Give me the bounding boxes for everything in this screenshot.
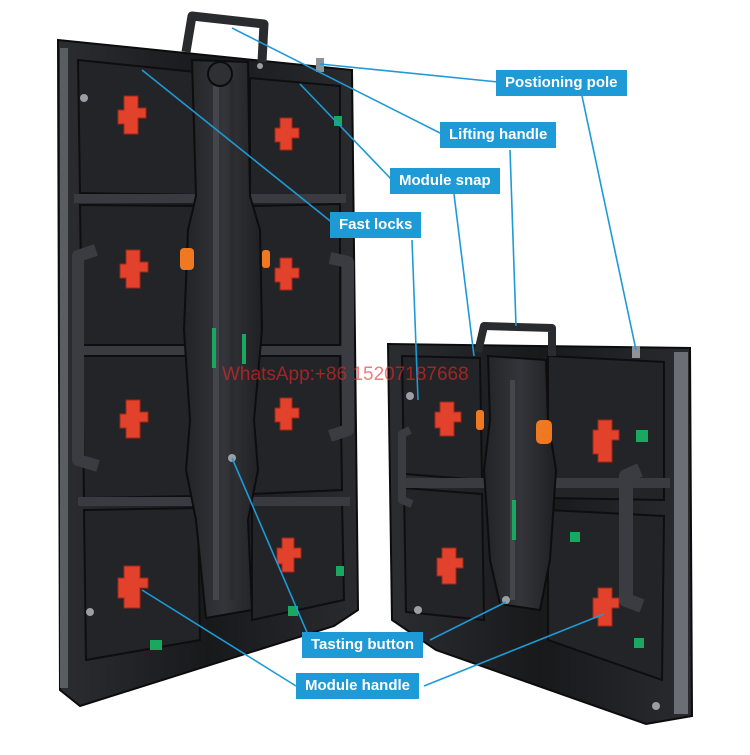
large-cabinet-green-clips: [150, 116, 344, 650]
small-orange-latch-2: [476, 410, 484, 430]
watermark-text: WhatsApp:+86 15207187668: [222, 364, 469, 385]
callout-positioning-pole: Postioning pole: [496, 70, 627, 96]
small-cabinet-spine: [482, 354, 558, 612]
callout-fast-locks: Fast locks: [330, 212, 422, 238]
large-cabinet-spine-ridge-b: [230, 80, 235, 600]
large-cabinet-left-grip: [72, 244, 100, 472]
leader-module-snap-large: [299, 83, 393, 181]
callout-module-snap: Module snap: [390, 168, 500, 194]
large-cabinet-right-grip: [328, 252, 354, 442]
large-cabinet-spine: [182, 58, 264, 620]
leader-fast-locks-small: [411, 239, 419, 401]
large-cabinet-hub: [207, 61, 233, 87]
small-lifting-handle: [474, 322, 556, 356]
leader-lines: [141, 27, 637, 687]
small-cabinet-right-edge: [674, 352, 688, 714]
small-cabinet-spine-ridge: [510, 380, 515, 600]
small-orange-latch: [536, 420, 552, 444]
small-cabinet-bolts: [406, 392, 660, 710]
large-positioning-pole: [316, 58, 324, 72]
large-orange-latch-2: [262, 250, 270, 268]
small-cabinet-right-grip: [619, 463, 645, 613]
callout-module-handle: Module handle: [296, 673, 419, 699]
large-cabinet: [56, 11, 360, 708]
leader-testing-button-large: [231, 457, 313, 645]
leader-module-snap-small: [453, 193, 475, 357]
large-cabinet-left-edge: [60, 48, 68, 688]
large-orange-latch-1: [180, 248, 194, 270]
small-positioning-pole: [632, 346, 640, 358]
large-status-light-2: [242, 334, 246, 364]
leader-module-handle-small: [423, 613, 605, 687]
small-cabinet-left-grip: [398, 426, 414, 508]
small-cabinet-green-clips: [570, 430, 648, 648]
small-cabinet: [386, 322, 694, 726]
leader-lifting-handle-large: [231, 27, 443, 135]
large-status-light-1: [212, 328, 216, 368]
leader-testing-button-small: [429, 601, 507, 641]
small-status-light: [512, 500, 516, 540]
large-cabinet-red-locks: [117, 95, 302, 609]
callout-lifting-handle: Lifting handle: [440, 122, 557, 148]
leader-positioning-pole-small: [581, 95, 637, 351]
leader-fast-locks-large: [141, 69, 335, 225]
leader-module-handle-large: [141, 589, 297, 687]
callout-testing-button: Tasting button: [302, 632, 424, 658]
leader-lifting-handle-small: [509, 149, 517, 327]
leader-positioning-pole-large: [319, 63, 499, 83]
